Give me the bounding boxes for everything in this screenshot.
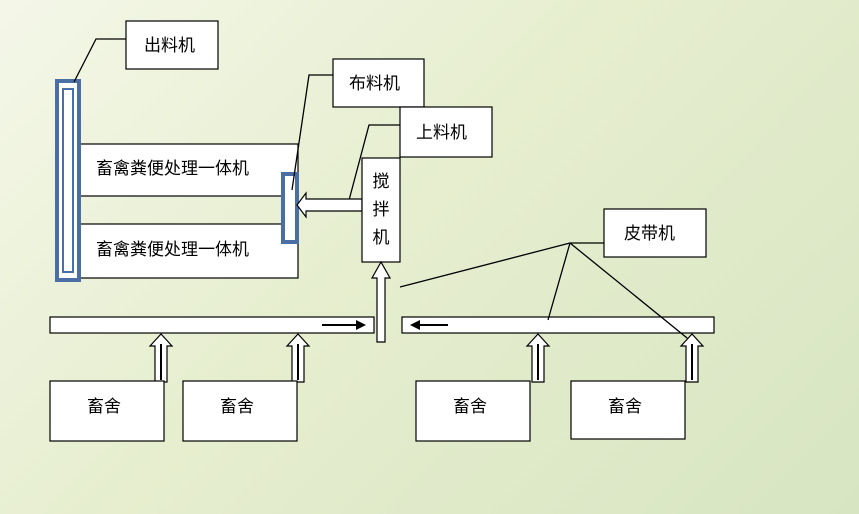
mixer-label-3: 机: [373, 228, 390, 248]
conveyor-belt-right: [401, 316, 715, 334]
barn-1: [49, 380, 165, 442]
conveyor-belt-left: [49, 316, 375, 334]
barn-arrow-4: [679, 333, 705, 383]
barn-3-label: 畜舍: [453, 397, 487, 417]
processor-unit-2-label: 畜禽粪便处理一体机: [96, 240, 249, 260]
conveyor-leader-c: [569, 242, 693, 343]
discharge-machine-box: [125, 20, 219, 70]
distributor-label: 布料机: [349, 74, 400, 94]
conveyor-label: 皮带机: [624, 224, 675, 244]
mixer-label-1: 搅: [373, 172, 390, 192]
belt-left-arrowhead: [356, 320, 366, 330]
discharge-machine-label: 出料机: [144, 36, 195, 56]
conveyor-box: [603, 208, 707, 258]
mixer-input-arrow: [370, 260, 392, 343]
processor-unit-2: [79, 223, 299, 279]
processor-unit-1-label: 畜禽粪便处理一体机: [96, 159, 249, 179]
mixer-label-2: 拌: [373, 200, 390, 220]
barn-1-label: 畜舍: [87, 397, 121, 417]
conveyor-leader-a: [399, 242, 571, 288]
discharge-machine-frame: [55, 79, 81, 282]
discharge-machine-leader: [73, 38, 126, 83]
barn-4: [570, 380, 686, 440]
discharge-machine-inner: [62, 88, 74, 273]
feeder-box: [399, 106, 493, 158]
barn-arrow-2: [285, 333, 311, 383]
barn-arrow-3: [525, 333, 551, 383]
barn-2: [182, 380, 298, 442]
discharge-machine-body: [55, 80, 81, 282]
distributor-body: [282, 173, 298, 243]
feeder-leader: [347, 124, 400, 205]
belt-right-arrowhead: [410, 320, 420, 330]
conveyor-leader-b: [547, 242, 571, 321]
barn-3: [415, 380, 531, 442]
distributor-box: [332, 58, 425, 108]
distributor-frame: [281, 172, 299, 244]
distributor-leader: [291, 74, 333, 191]
barn-2-label: 畜舍: [220, 397, 254, 417]
feeder-label: 上料机: [416, 123, 467, 143]
barn-arrow-1: [148, 333, 174, 383]
feeder-arrow: [296, 191, 363, 219]
barn-4-label: 畜舍: [608, 397, 642, 417]
processor-unit-1: [79, 143, 299, 197]
